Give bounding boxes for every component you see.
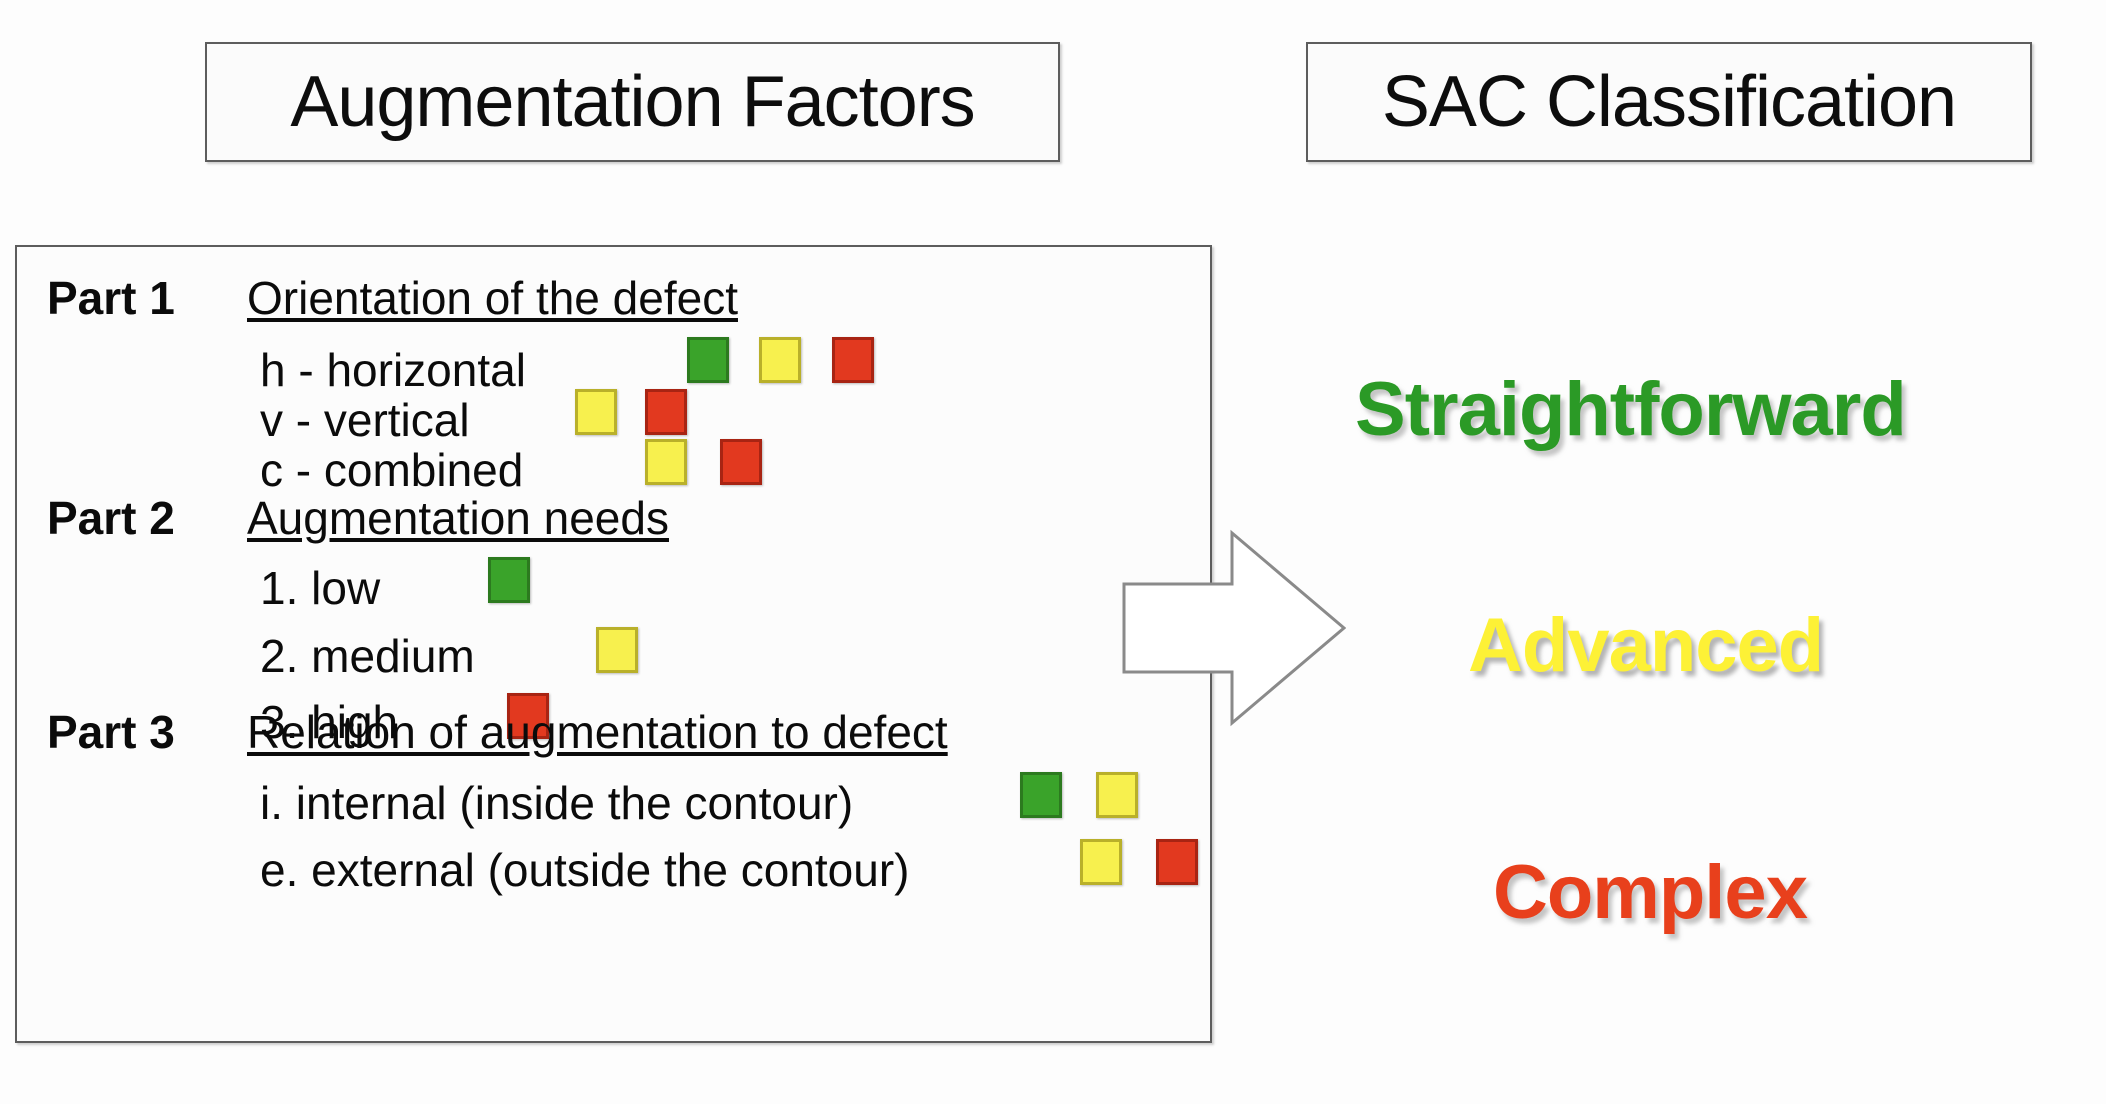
part-2-title: Augmentation needs bbox=[247, 492, 669, 544]
part-1-title: Orientation of the defect bbox=[247, 272, 738, 324]
chip-red-combined bbox=[720, 439, 762, 485]
factor-row-internal: i. internal (inside the contour) bbox=[260, 777, 854, 829]
chip-yellow-internal bbox=[1096, 772, 1138, 818]
factor-row-combined: c - combined bbox=[260, 444, 524, 496]
chip-yellow-horizontal bbox=[759, 337, 801, 383]
block-arrow-right-icon bbox=[1122, 529, 1346, 727]
augmentation-factors-panel: Part 1 Orientation of the defect h - hor… bbox=[15, 245, 1212, 1043]
chip-yellow-vertical bbox=[575, 389, 617, 435]
factor-row-vertical: v - vertical bbox=[260, 394, 470, 446]
part-3-title: Relation of augmentation to defect bbox=[247, 706, 948, 758]
augmentation-factors-title-text: Augmentation Factors bbox=[290, 62, 975, 142]
part-3-label: Part 3 bbox=[47, 706, 175, 758]
factor-row-medium: 2. medium bbox=[260, 630, 475, 682]
part-2-label: Part 2 bbox=[47, 492, 175, 544]
augmentation-factors-title-box: Augmentation Factors bbox=[205, 42, 1060, 162]
chip-green-horizontal bbox=[687, 337, 729, 383]
part-1-label: Part 1 bbox=[47, 272, 175, 324]
factor-row-external: e. external (outside the contour) bbox=[260, 844, 910, 896]
classification-straightforward: Straightforward bbox=[1355, 367, 1907, 452]
factor-row-high: 3. high bbox=[260, 696, 399, 748]
chip-yellow-medium bbox=[596, 627, 638, 673]
chip-green-internal bbox=[1020, 772, 1062, 818]
chip-red-vertical bbox=[645, 389, 687, 435]
chip-red-horizontal bbox=[832, 337, 874, 383]
chip-yellow-combined bbox=[645, 439, 687, 485]
factor-row-low: 1. low bbox=[260, 562, 381, 614]
chip-red-external bbox=[1156, 839, 1198, 885]
sac-classification-title-text: SAC Classification bbox=[1381, 62, 1957, 142]
sac-classification-title-box: SAC Classification bbox=[1306, 42, 2032, 162]
classification-complex: Complex bbox=[1493, 850, 1808, 935]
chip-yellow-external bbox=[1080, 839, 1122, 885]
classification-advanced: Advanced bbox=[1468, 603, 1824, 688]
factor-row-horizontal: h - horizontal bbox=[260, 344, 526, 396]
chip-red-high bbox=[507, 693, 549, 739]
chip-green-low bbox=[488, 557, 530, 603]
